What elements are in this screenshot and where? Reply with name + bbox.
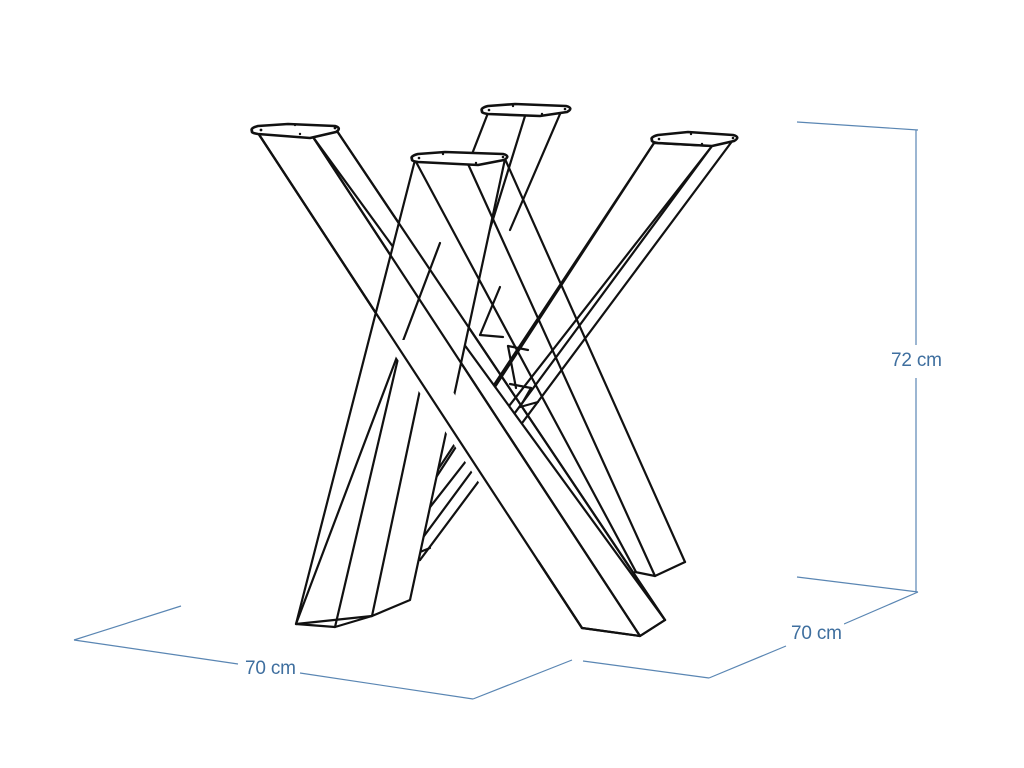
height-dimension-label: 72 cm — [889, 350, 944, 372]
mounting-plate-top-center-front — [410, 150, 509, 167]
leg-front-right — [294, 157, 687, 629]
width-dimension-label: 70 cm — [243, 658, 298, 680]
dimension-lines — [73, 121, 919, 700]
mounting-plate-top-center-back — [480, 102, 572, 118]
depth-dimension-label: 70 cm — [789, 623, 844, 645]
mounting-plate-top-left — [250, 122, 341, 140]
mounting-plate-top-right — [650, 130, 739, 148]
leg-front-left-overlay — [256, 129, 667, 638]
